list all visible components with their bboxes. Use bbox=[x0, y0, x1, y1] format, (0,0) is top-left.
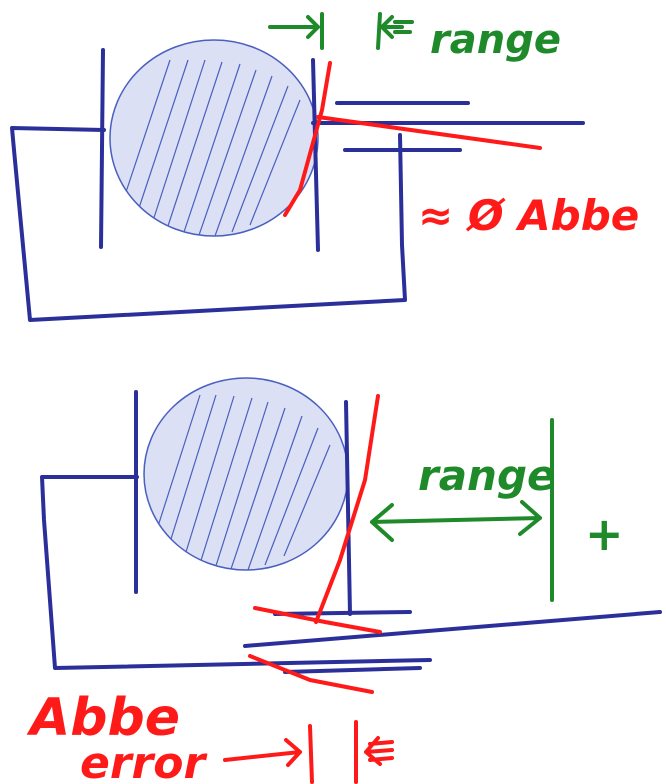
bottom-sketch: range + Abbe error bbox=[26, 377, 662, 784]
bottom-plus-label: + bbox=[585, 507, 624, 561]
bottom-red-pointer-upper bbox=[253, 606, 382, 634]
bottom-range-double-arrow bbox=[370, 500, 542, 542]
bottom-rail-main bbox=[243, 610, 662, 648]
top-tilted-line bbox=[283, 61, 332, 217]
top-abbe-label: ≈ Ø Abbe bbox=[418, 191, 639, 240]
bottom-red-pointer-lower bbox=[248, 654, 374, 694]
top-frame bbox=[10, 126, 407, 322]
bottom-right-jaw bbox=[344, 400, 352, 616]
top-range-arrow-left bbox=[268, 12, 324, 50]
bottom-abbe-label: Abbe bbox=[26, 688, 180, 748]
bottom-rail-lower bbox=[283, 666, 422, 674]
bottom-error-label: error bbox=[80, 738, 207, 784]
bottom-range-label: range bbox=[418, 451, 556, 500]
top-right-jaw bbox=[311, 58, 320, 252]
bottom-frame bbox=[40, 475, 432, 670]
bottom-rail-upper bbox=[273, 610, 412, 616]
bottom-ball-hatching bbox=[151, 394, 331, 570]
bottom-error-arrow-right bbox=[354, 720, 394, 784]
top-left-jaw bbox=[99, 48, 105, 249]
top-range-label: range bbox=[430, 17, 561, 63]
top-red-pointer bbox=[316, 115, 542, 150]
bottom-error-arrow-left bbox=[223, 724, 314, 784]
bottom-tilted-line bbox=[314, 394, 380, 624]
top-range-arrow-right bbox=[376, 12, 414, 50]
top-ball bbox=[109, 39, 319, 237]
top-sketch: range ≈ Ø Abbe bbox=[10, 12, 639, 322]
top-ball-hatching bbox=[119, 59, 301, 236]
